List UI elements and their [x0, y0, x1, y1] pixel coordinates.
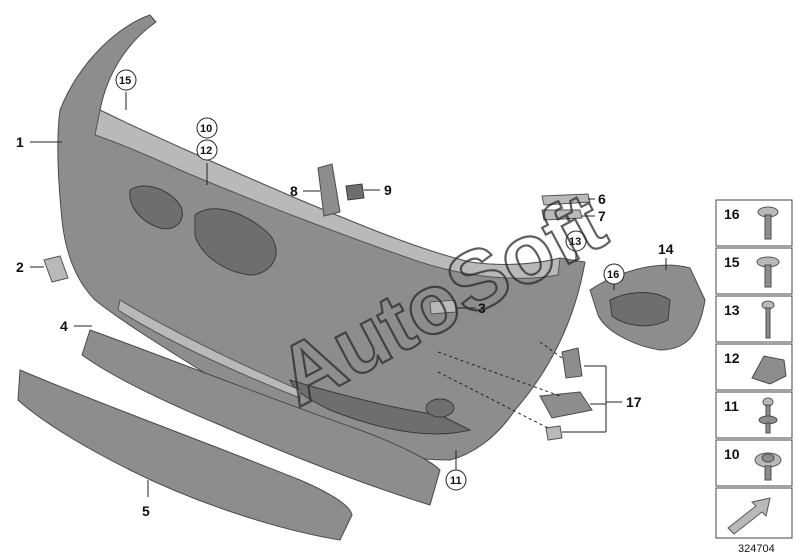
callout-9: 9: [384, 182, 392, 198]
nut-10-icon: [754, 452, 782, 481]
part-5-absorber: [17, 369, 353, 541]
callout-8: 8: [290, 183, 298, 199]
part-4-reinforcement: [81, 329, 441, 506]
part-3-plate: [429, 299, 457, 315]
legend-10: 10: [724, 446, 740, 462]
part-2-bracket: [43, 255, 69, 283]
bolt-13-icon: [761, 300, 775, 339]
legend-13: 13: [724, 302, 740, 318]
callout-15: 15: [119, 75, 131, 87]
screw-15-icon: [756, 256, 780, 288]
callout-13: 13: [569, 236, 581, 248]
legend-15: 15: [724, 254, 740, 270]
callout-17: 17: [626, 394, 642, 410]
callout-3: 3: [478, 300, 486, 316]
part-9-clip: [345, 183, 365, 201]
rivet-11-icon: [758, 397, 778, 434]
leader-lines: [30, 92, 667, 497]
callout-2: 2: [16, 259, 24, 275]
direction-arrow-icon: [727, 497, 771, 535]
screw-16-icon: [757, 206, 779, 240]
part-17-cover: [539, 391, 593, 419]
legend-16: 16: [724, 206, 740, 222]
circled-callouts: 10 12 11 13 15 16: [115, 69, 625, 491]
legend-12: 12: [724, 350, 740, 366]
callout-6: 6: [598, 191, 606, 207]
callout-labels: 1 2 3 4 5 6 7 8 9 14 17: [16, 134, 674, 519]
callout-7: 7: [598, 208, 606, 224]
callout-14: 14: [658, 241, 674, 257]
callout-16: 16: [607, 269, 619, 281]
callout-12: 12: [200, 145, 212, 157]
reference-number: 324704: [738, 543, 775, 555]
callout-10: 10: [200, 123, 212, 135]
nut-12-icon: [751, 355, 787, 385]
part-14-opening: [609, 292, 671, 327]
bumper-cover: [57, 14, 586, 461]
callout-11: 11: [450, 475, 462, 487]
part-17-clip-b: [545, 425, 563, 441]
fastener-legend: 16 15 13 12 11 10: [715, 199, 793, 539]
callout-4: 4: [60, 318, 68, 334]
part-17-clip-a: [561, 347, 583, 379]
part-7-strip: [541, 209, 583, 221]
part-8-bracket: [317, 163, 341, 217]
legend-11: 11: [724, 398, 739, 414]
callout-5: 5: [142, 503, 150, 519]
callout-1: 1: [16, 134, 24, 150]
part-6-strip: [541, 193, 591, 206]
